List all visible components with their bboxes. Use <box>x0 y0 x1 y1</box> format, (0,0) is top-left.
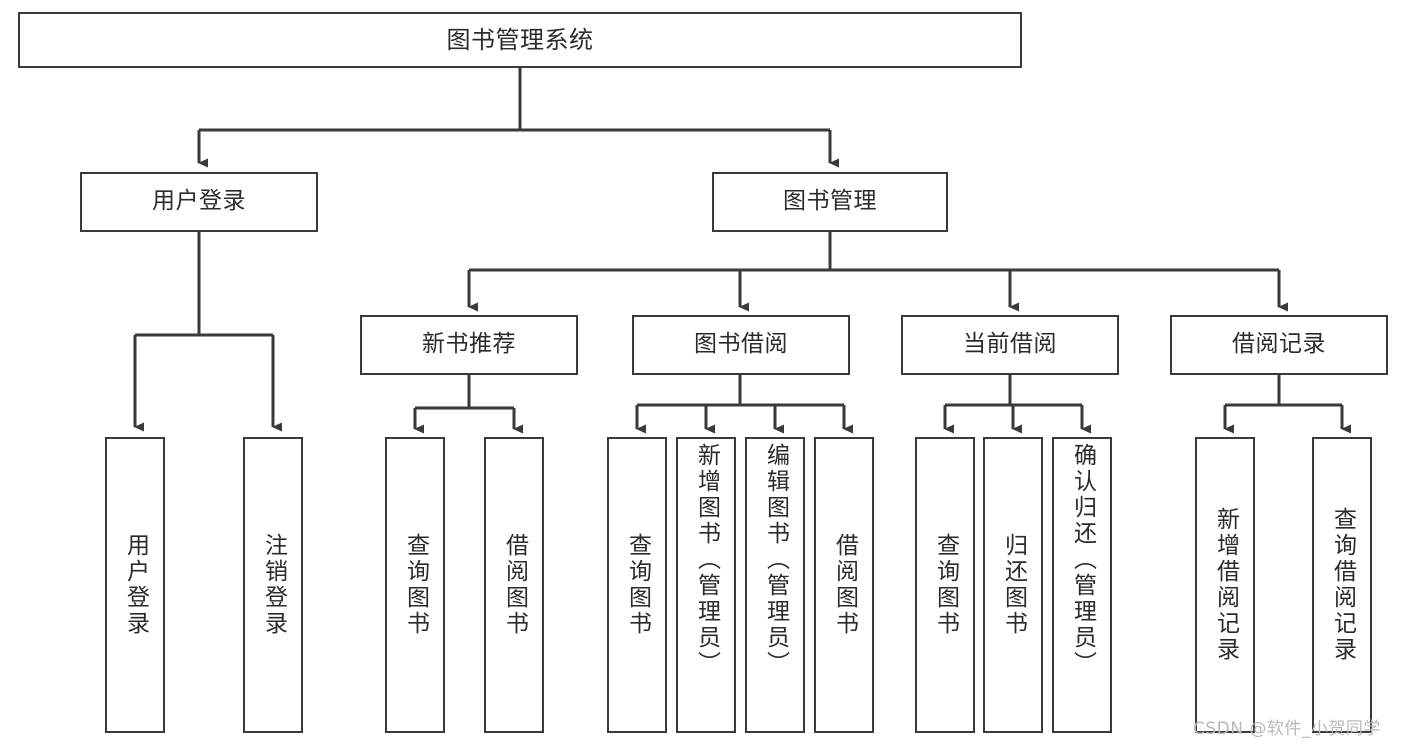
node-current-borrow[interactable]: 当前借阅 <box>901 315 1119 375</box>
node-book-borrow[interactable]: 图书借阅 <box>632 315 850 375</box>
node-label: 借阅记录 <box>1232 331 1326 358</box>
node-user-login[interactable]: 用户登录 <box>80 172 318 232</box>
node-label: 借阅图书 <box>831 533 858 637</box>
leaf-book-borrow-query-book[interactable]: 查询图书 <box>607 437 667 733</box>
leaf-current-borrow-return-book[interactable]: 归还图书 <box>983 437 1043 733</box>
node-label: 新增借阅记录 <box>1212 507 1239 663</box>
node-book-management-system[interactable]: 图书管理系统 <box>18 12 1022 68</box>
node-new-book-recommend[interactable]: 新书推荐 <box>360 315 578 375</box>
node-label: 图书借阅 <box>694 331 788 358</box>
node-label: 注销登录 <box>260 533 287 637</box>
node-label: 借阅图书 <box>501 533 528 637</box>
leaf-book-borrow-borrow-book[interactable]: 借阅图书 <box>814 437 874 733</box>
leaf-borrow-record-query-record[interactable]: 查询借阅记录 <box>1312 437 1372 733</box>
node-book-management[interactable]: 图书管理 <box>712 172 948 232</box>
node-label: 查询图书 <box>932 533 959 637</box>
leaf-new-book-query-book[interactable]: 查询图书 <box>385 437 445 733</box>
leaf-user-login-login[interactable]: 用户登录 <box>105 437 165 733</box>
node-label: 用户登录 <box>152 188 246 215</box>
node-label: 编辑图书（管理员） <box>762 443 789 677</box>
leaf-borrow-record-add-record[interactable]: 新增借阅记录 <box>1195 437 1255 733</box>
node-label: 查询图书 <box>624 533 651 637</box>
node-label: 图书管理 <box>783 188 877 215</box>
leaf-book-borrow-add-book-admin[interactable]: 新增图书（管理员） <box>676 437 736 733</box>
node-label: 当前借阅 <box>963 331 1057 358</box>
node-label: 新增图书（管理员） <box>693 443 720 677</box>
node-label: 查询图书 <box>402 533 429 637</box>
leaf-book-borrow-edit-book-admin[interactable]: 编辑图书（管理员） <box>745 437 805 733</box>
csdn-watermark: CSDN @软件_小贺同学 <box>1193 719 1381 739</box>
node-label: 新书推荐 <box>422 331 516 358</box>
leaf-user-login-logout[interactable]: 注销登录 <box>243 437 303 733</box>
leaf-current-borrow-query-book[interactable]: 查询图书 <box>915 437 975 733</box>
node-borrow-record[interactable]: 借阅记录 <box>1170 315 1388 375</box>
node-label: 图书管理系统 <box>446 25 594 54</box>
node-label: 归还图书 <box>1000 533 1027 637</box>
leaf-current-borrow-confirm-return-admin[interactable]: 确认归还（管理员） <box>1052 437 1112 733</box>
node-label: 用户登录 <box>122 533 149 637</box>
leaf-new-book-borrow-book[interactable]: 借阅图书 <box>484 437 544 733</box>
node-label: 查询借阅记录 <box>1329 507 1356 663</box>
node-label: 确认归还（管理员） <box>1069 443 1096 677</box>
